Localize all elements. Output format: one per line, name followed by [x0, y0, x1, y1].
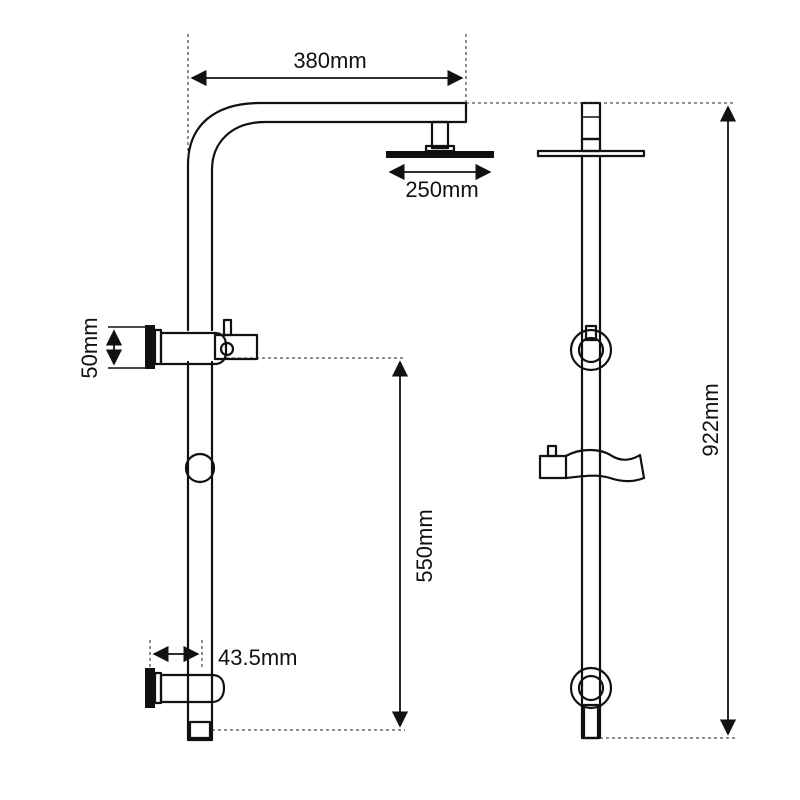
bottom-spout [188, 720, 212, 740]
dimension-labels: 380mm 250mm 922mm 550mm 50mm 43.5mm [77, 48, 723, 670]
slider-knob [184, 452, 216, 484]
side-lower-bracket [569, 666, 613, 710]
front-view [145, 101, 494, 742]
dimension-lines [105, 34, 737, 739]
side-upper-bracket [569, 328, 613, 372]
side-pipe [580, 154, 602, 740]
lower-riser-pipe [186, 360, 214, 742]
label-total-height: 922mm [698, 383, 723, 456]
label-bracket-height: 50mm [77, 317, 102, 378]
label-arm-length: 380mm [293, 48, 366, 73]
diverter-body [213, 333, 259, 361]
side-slider-holder [538, 454, 568, 480]
side-view [536, 101, 646, 740]
upper-wall-flange [145, 325, 155, 369]
label-rail-length: 550mm [412, 509, 437, 582]
lower-bracket-body [159, 673, 226, 704]
diverter-knob [222, 318, 233, 337]
lower-wall-flange [145, 668, 155, 708]
shower-head-plate [386, 151, 494, 158]
head-connector [430, 120, 450, 150]
label-wall-offset: 43.5mm [218, 645, 297, 670]
riser-arm-pipe [186, 101, 468, 332]
label-head-diameter: 250mm [405, 177, 478, 202]
upper-bracket-body [159, 331, 228, 366]
